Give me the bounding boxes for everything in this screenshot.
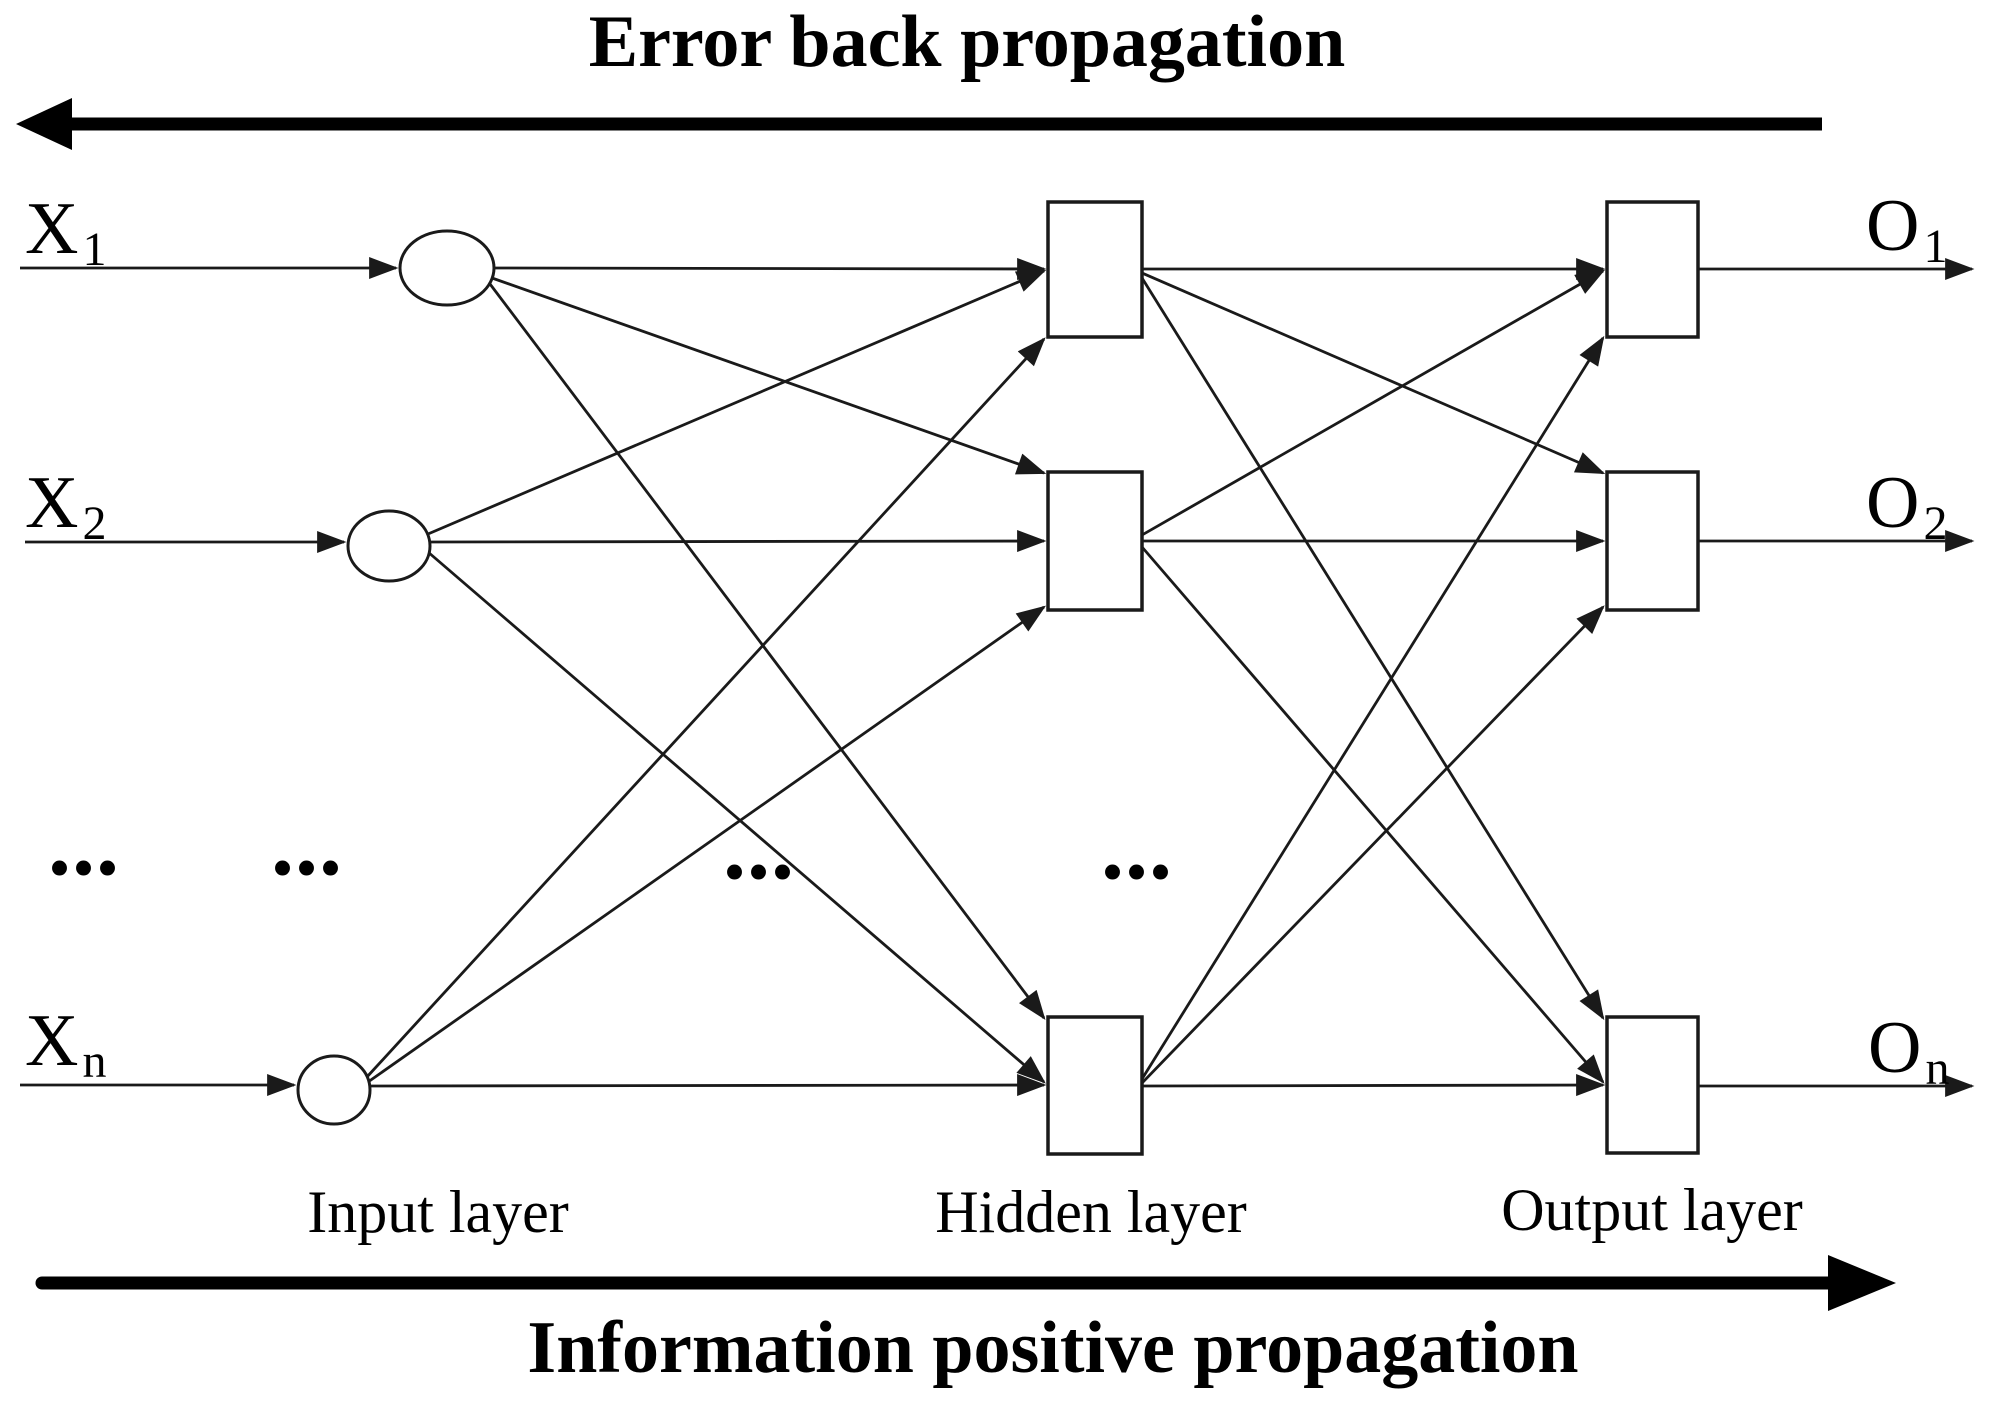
input-arrows <box>20 257 399 1096</box>
hidden-output-connections <box>1140 258 1606 1097</box>
output-layer-nodes <box>1605 200 1700 1155</box>
input-layer-nodes <box>296 229 496 1126</box>
input-node-3 <box>296 1054 372 1126</box>
right-arrowhead <box>1828 1255 1896 1311</box>
left-arrowhead <box>16 98 72 150</box>
input-label-2: X 2 <box>25 462 106 550</box>
output-label-1: O 1 <box>1866 185 1947 273</box>
output-label-2: O 2 <box>1866 462 1947 550</box>
input-label-3: X n <box>25 1000 106 1088</box>
forward-prop-arrow <box>35 1255 1896 1311</box>
error-backprop-arrow <box>16 98 1822 150</box>
top-title: Error back propagation <box>589 1 1346 83</box>
input-hidden-connections <box>364 257 1047 1097</box>
input-node-1 <box>398 229 496 307</box>
hidden-layer-label: Hidden layer <box>935 1179 1247 1245</box>
hidden-layer-nodes <box>1046 200 1144 1156</box>
hidden-node-1 <box>1046 200 1144 339</box>
output-layer-label: Output layer <box>1501 1177 1803 1243</box>
hidden-node-3 <box>1046 1015 1144 1156</box>
ellipsis-dots-2: ... <box>271 792 343 894</box>
input-label-1: X 1 <box>25 188 106 276</box>
ellipsis-dots-4: ... <box>1101 796 1173 898</box>
hidden-node-2 <box>1046 470 1144 612</box>
output-node-2 <box>1605 470 1700 612</box>
output-arrows <box>1698 258 1975 1097</box>
bottom-title: Information positive propagation <box>527 1307 1578 1389</box>
input-node-2 <box>346 509 432 583</box>
ellipsis-dots-1: ... <box>48 792 120 894</box>
output-node-1 <box>1605 200 1700 339</box>
output-node-3 <box>1605 1015 1700 1155</box>
input-layer-label: Input layer <box>307 1179 569 1245</box>
output-label-3: O n <box>1868 1007 1949 1095</box>
ellipsis-dots-3: ... <box>723 796 795 898</box>
